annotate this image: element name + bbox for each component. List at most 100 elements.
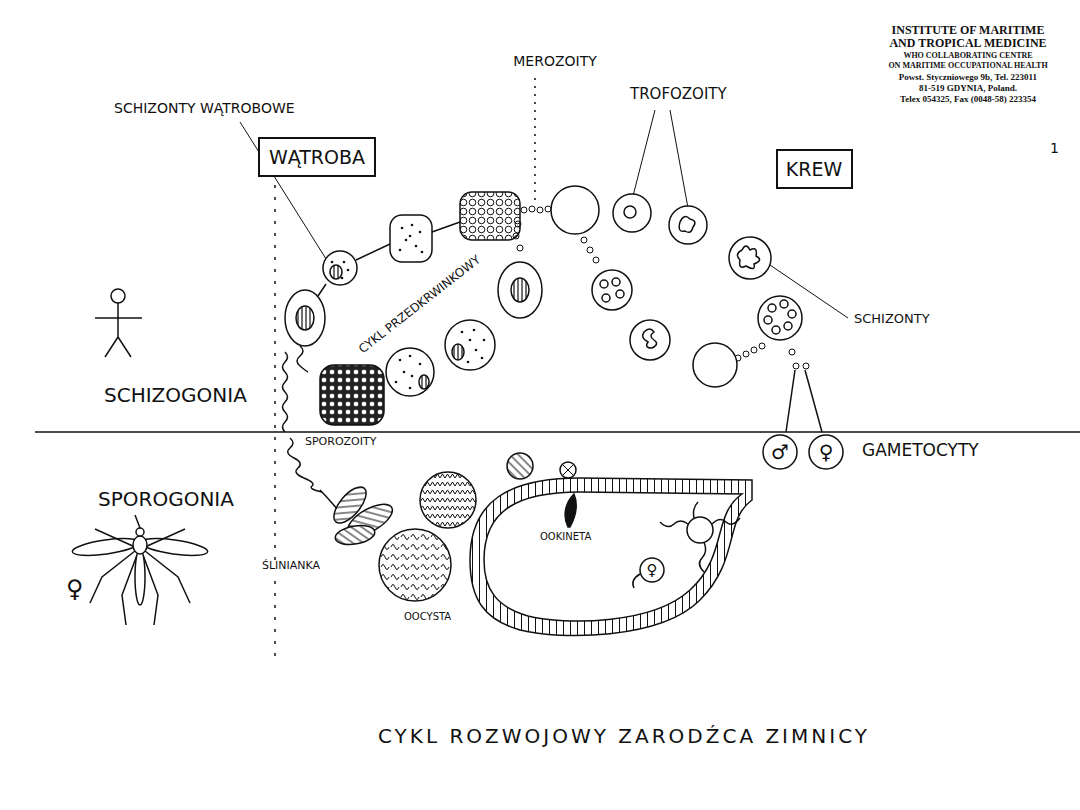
human-figure [118,337,131,357]
organ-box: WĄTROBA [258,137,376,177]
merozoites [751,347,757,353]
merozoites [581,237,587,243]
blood-cells [729,237,771,279]
blood-cells [784,322,792,330]
gametocyte-circle: ♂ [762,434,798,470]
stage-label: MEROZOITY [511,53,599,69]
cell-granules [403,371,406,374]
blood-cells [616,290,624,298]
page-number: 1 [1048,140,1061,156]
blood-cells [737,246,759,269]
oocysts [420,472,476,528]
liver-cells [285,290,325,346]
cell-granules [409,235,412,238]
organ-divider [274,185,276,660]
merozoites [517,245,523,251]
merozoites [515,221,521,227]
cell-granules [401,227,404,230]
circle-outline [640,558,664,582]
blood-cells [612,278,620,286]
midgut-outline [470,478,752,636]
cell-granules [481,357,484,360]
blood-cells [613,194,651,232]
oocysts [379,529,451,601]
liver-cells [498,262,542,318]
blood-cells [764,316,772,324]
letterhead-text: INSTITUTE OF MARITIME [890,24,1047,38]
cell-granules [405,239,408,242]
blood-cells [551,186,599,234]
oocysts [507,453,533,479]
liver-cells [283,192,543,432]
cell-granules [419,363,422,366]
exflagellation [633,574,640,588]
merozoites [513,233,519,239]
leader-line [670,110,688,208]
blood-cells [780,300,788,308]
cell-granules [347,269,350,272]
merozoites [545,206,551,212]
midgut-outline [484,492,742,621]
organ-label: ŚLINIANKA [260,560,322,573]
cell-granules [409,355,412,358]
letterhead-text: 81-519 GDYNIA, Poland. [917,83,1019,93]
exflagellation [660,521,688,527]
human-figure [117,303,119,337]
blood-cells [630,320,670,360]
life-cycle-illustration [35,78,1080,660]
merozoites [529,206,535,212]
mosquito-figure [135,549,145,605]
cell-granules [475,349,478,352]
cell-granules [399,359,402,362]
merozoites [587,247,593,253]
merozoites [513,206,809,369]
blood-cells [551,186,822,432]
blood-cells [772,326,780,334]
blood-cells [786,370,795,432]
liver-cells [320,365,384,425]
cell-granules [399,249,402,252]
circle-outline [809,435,843,469]
host-divider [35,431,1080,433]
node-text: WĄTROBA [269,147,365,168]
stage-label: GAMETOCYTY [860,441,981,461]
liver-cells [511,278,529,302]
exflagellation [633,502,740,588]
liver-cells [445,320,495,370]
exflagellation [699,542,705,572]
exflagellation [712,518,740,524]
liver-cells [419,375,429,389]
blood-cells [758,296,802,340]
cell-granules [473,329,476,332]
cell-granules [409,387,412,390]
liver-cells [452,344,464,360]
liver-cells [297,346,308,372]
merozoites [521,207,527,213]
ookinete [565,494,576,527]
human-figure [111,289,125,303]
blood-cells [788,310,796,318]
liver-cells [323,251,357,285]
caption: CYKL ROZWOJOWY ZARODŹCA ZIMNICY [378,724,870,748]
human-figure [105,337,118,357]
cell-granules [343,261,346,264]
blood-cells [693,343,737,387]
cell-granules [461,331,464,334]
blood-cells [624,206,636,218]
exflagellation [694,502,699,518]
mosquito-figure [145,529,185,547]
cell-granules [395,381,398,384]
cycle-label: CYKL PRZEDKRWINKOWY [355,252,485,358]
blood-cells [602,294,610,302]
cell-granules [341,277,344,280]
liver-cells [386,348,434,396]
letterhead-text: AND TROPICAL MEDICINE [887,37,1048,51]
leader-line [633,110,655,196]
cell-granules [419,231,422,234]
organ-box: KREW [776,149,853,189]
liver-cells [356,244,390,260]
midgut-outline [470,478,752,636]
oocysts [560,462,576,478]
blood-cells [592,270,632,310]
